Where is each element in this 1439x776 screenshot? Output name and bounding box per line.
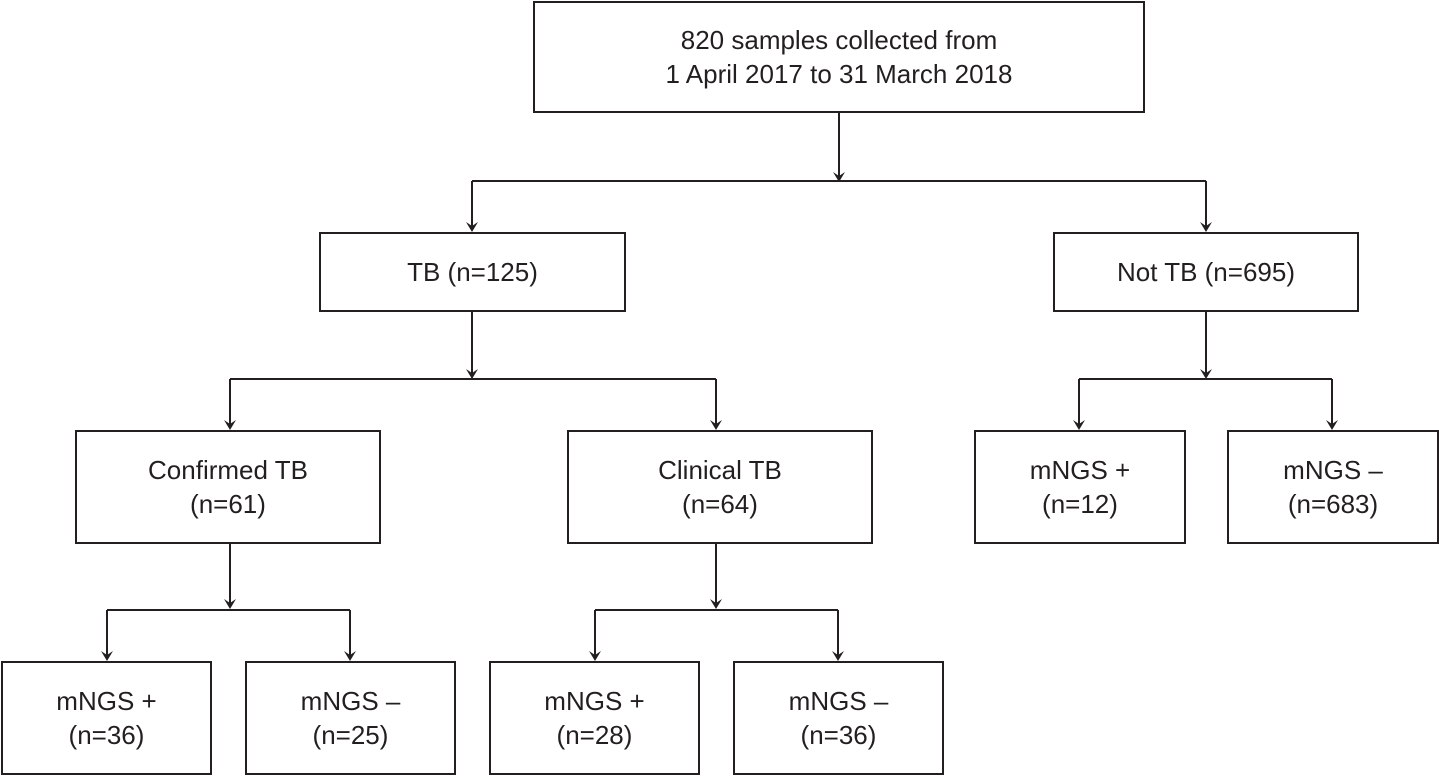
clinical-tb-box: Clinical TB (n=64) xyxy=(567,430,873,544)
not-tb-mngs-negative-line2: (n=683) xyxy=(1287,489,1379,519)
tb-label: TB (n=125) xyxy=(407,257,538,287)
confirmed-mngs-negative-box: mNGS – (n=25) xyxy=(245,661,456,775)
not-tb-box: Not TB (n=695) xyxy=(1053,232,1359,312)
confirmed-mngs-positive-line2: (n=36) xyxy=(68,720,145,750)
root-line2: 1 April 2017 to 31 March 2018 xyxy=(665,59,1013,89)
clinical-mngs-negative-box: mNGS – (n=36) xyxy=(733,661,944,775)
clinical-tb-line2: (n=64) xyxy=(682,489,758,519)
root-line1: 820 samples collected from xyxy=(680,25,998,55)
clinical-mngs-positive-line2: (n=28) xyxy=(556,720,633,750)
not-tb-mngs-positive-box: mNGS + (n=12) xyxy=(974,430,1186,544)
tb-box: TB (n=125) xyxy=(319,232,626,312)
confirmed-tb-box: Confirmed TB (n=61) xyxy=(75,430,381,544)
confirmed-mngs-negative-line1: mNGS – xyxy=(300,686,401,716)
not-tb-mngs-negative-box: mNGS – (n=683) xyxy=(1227,430,1439,544)
root-box: 820 samples collected from 1 April 2017 … xyxy=(533,1,1145,113)
confirmed-mngs-negative-line2: (n=25) xyxy=(312,720,389,750)
clinical-mngs-positive-box: mNGS + (n=28) xyxy=(489,661,700,775)
not-tb-mngs-positive-line2: (n=12) xyxy=(1042,489,1118,519)
not-tb-label: Not TB (n=695) xyxy=(1116,257,1295,287)
confirmed-mngs-positive-line1: mNGS + xyxy=(56,686,157,716)
clinical-mngs-positive-line1: mNGS + xyxy=(544,686,645,716)
confirmed-mngs-positive-box: mNGS + (n=36) xyxy=(1,661,212,775)
not-tb-mngs-positive-line1: mNGS + xyxy=(1029,455,1131,485)
clinical-mngs-negative-line2: (n=36) xyxy=(800,720,877,750)
clinical-mngs-negative-line1: mNGS – xyxy=(788,686,889,716)
confirmed-tb-line2: (n=61) xyxy=(190,489,266,519)
confirmed-tb-line1: Confirmed TB xyxy=(148,455,308,485)
clinical-tb-line1: Clinical TB xyxy=(658,455,782,485)
not-tb-mngs-negative-line1: mNGS – xyxy=(1283,455,1383,485)
